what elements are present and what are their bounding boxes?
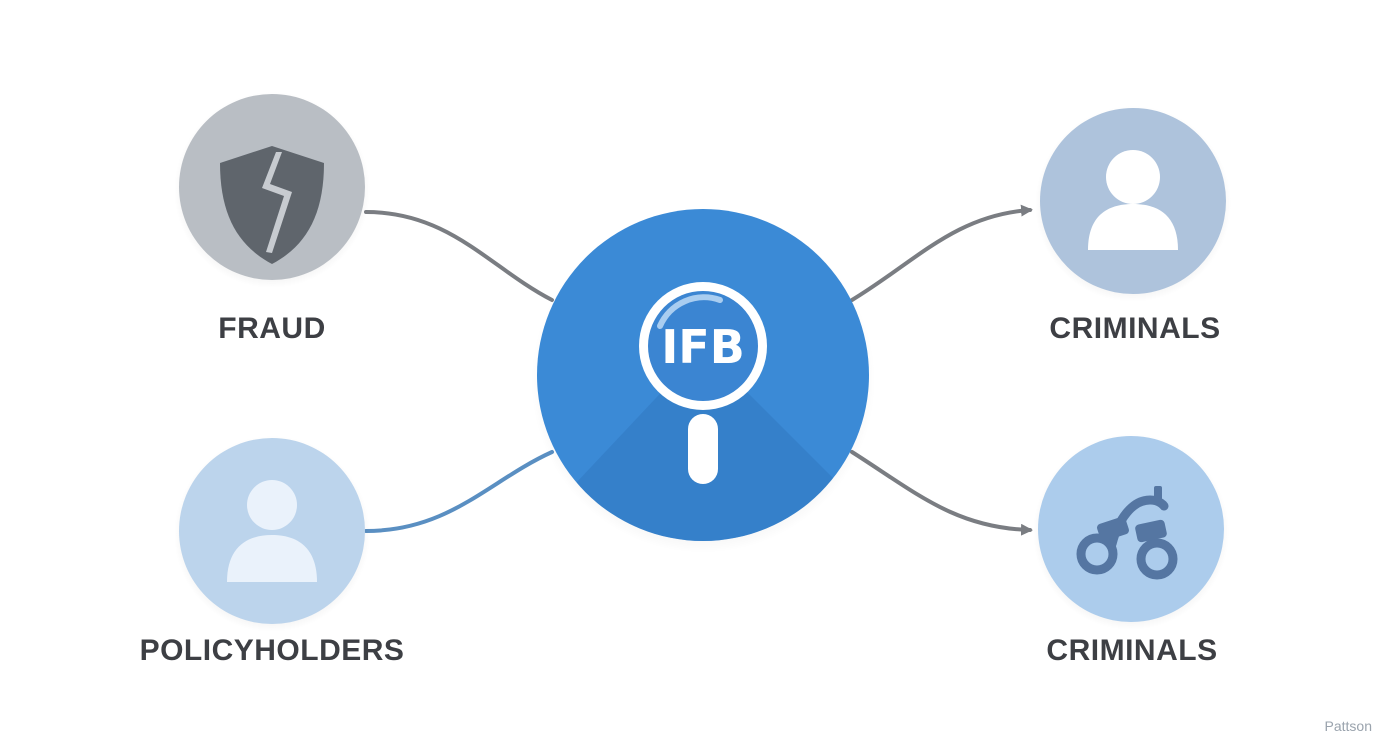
policyholders-node xyxy=(174,436,370,632)
criminals-bottom-label: CRIMINALS xyxy=(1046,634,1218,667)
connector-ifb-to-criminals-top xyxy=(850,204,1033,302)
handcuffs-icon xyxy=(1076,486,1178,580)
watermark: Pattson xyxy=(1324,718,1372,734)
fraud-node xyxy=(174,92,370,288)
person-icon xyxy=(1088,150,1178,250)
policyholders-label: POLICYHOLDERS xyxy=(139,634,405,667)
ifb-label: IFB xyxy=(661,320,745,374)
criminals-top-label: CRIMINALS xyxy=(1049,312,1221,345)
fraud-label: FRAUD xyxy=(218,312,326,345)
magnifying-glass-icon xyxy=(639,282,767,484)
connector-policyholders-to-ifb xyxy=(364,450,554,533)
person-icon xyxy=(227,480,317,582)
broken-shield-icon xyxy=(220,146,324,264)
connector-ifb-to-criminals-bottom xyxy=(850,450,1033,536)
criminals-bottom-node xyxy=(1033,434,1229,630)
connector-fraud-to-ifb xyxy=(364,210,554,302)
criminals-top-node xyxy=(1035,106,1231,302)
ifb-center-node: IFB xyxy=(531,209,875,553)
